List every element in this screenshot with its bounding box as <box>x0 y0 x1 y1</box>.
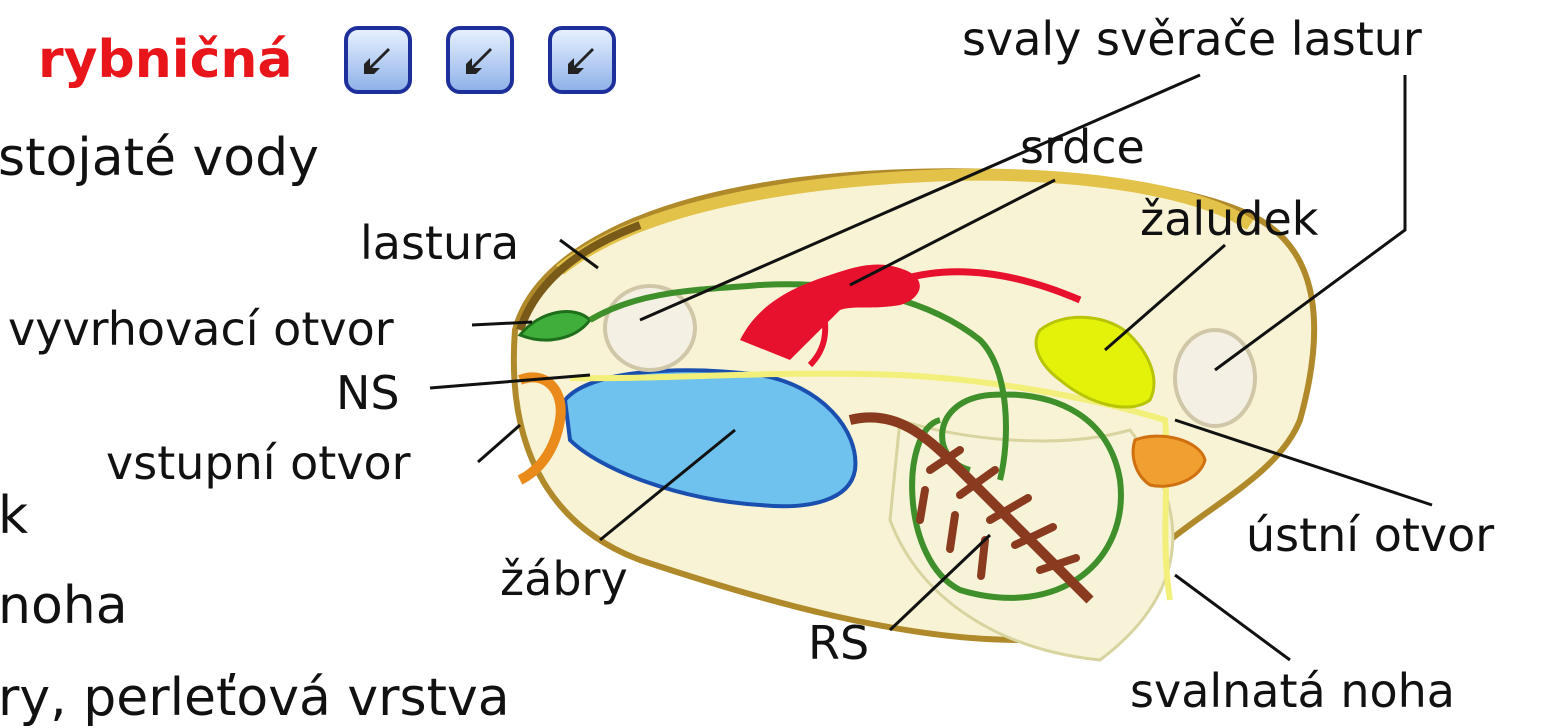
label-zaludek: žaludek <box>1140 196 1318 242</box>
text-line-4: ry, perleťová vrstva <box>0 672 510 724</box>
label-ns: NS <box>336 370 400 416</box>
page-title: rybničná <box>38 34 293 86</box>
muscle-back <box>1175 330 1255 426</box>
pointer-noha <box>1175 575 1290 660</box>
label-vyvrhovaci: vyvrhovací otvor <box>8 306 394 352</box>
text-line-2: k <box>0 490 28 542</box>
sound-icon <box>562 40 602 80</box>
sound-button-1[interactable] <box>344 26 412 94</box>
label-zabry: žábry <box>500 556 628 602</box>
text-line-1: stojaté vody <box>0 132 319 184</box>
sound-button-2[interactable] <box>446 26 514 94</box>
sound-button-3[interactable] <box>548 26 616 94</box>
label-svaly: svaly svěrače lastur <box>962 16 1422 62</box>
sound-icon <box>358 40 398 80</box>
label-ustni: ústní otvor <box>1246 512 1494 558</box>
sound-icon <box>460 40 500 80</box>
label-noha: svalnatá noha <box>1130 668 1455 714</box>
label-lastura: lastura <box>360 220 519 266</box>
label-vstupni: vstupní otvor <box>106 440 411 486</box>
text-line-3: noha <box>0 580 128 632</box>
pointer-vstupni <box>478 425 520 462</box>
label-rs: RS <box>808 620 869 666</box>
label-srdce: srdce <box>1020 124 1145 170</box>
